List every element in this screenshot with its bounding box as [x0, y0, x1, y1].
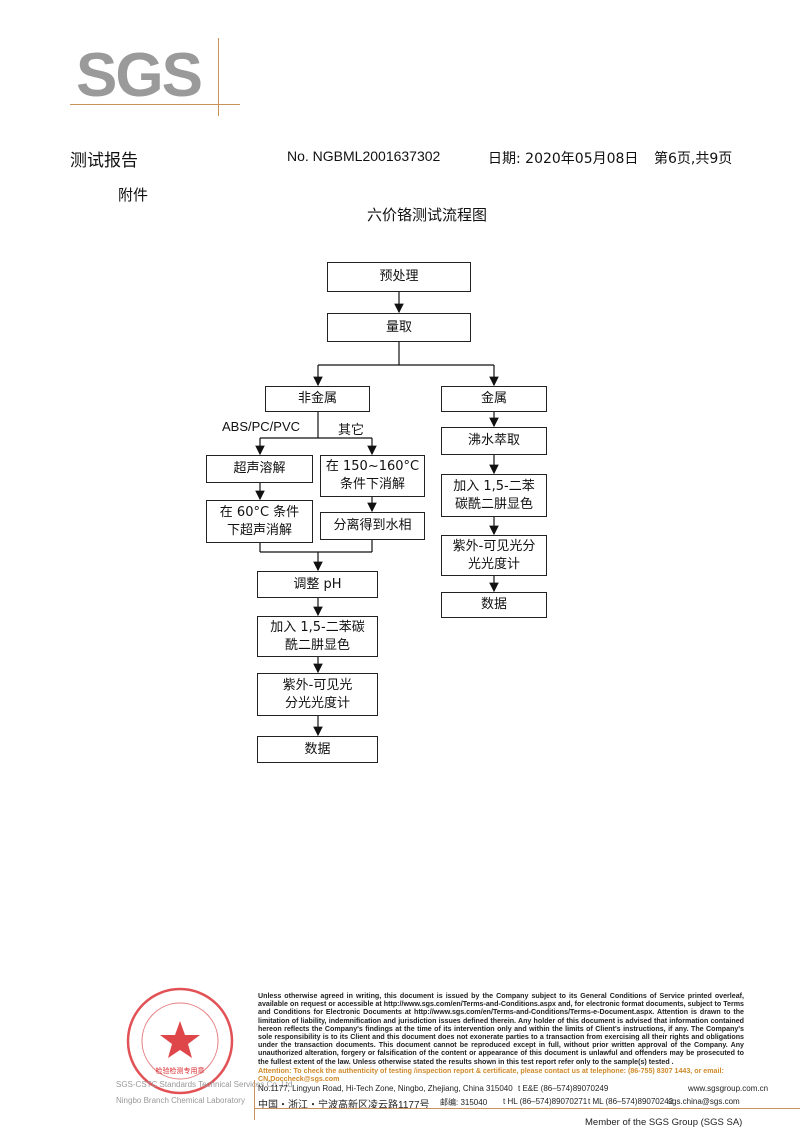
postcode: 邮编: 315040: [440, 1098, 488, 1107]
step-ultrasonic-dissolve: 超声溶解: [206, 455, 313, 483]
step-ultrasonic-60c: 在 60°C 条件 下超声消解: [206, 500, 313, 543]
step-separate-aqueous: 分离得到水相: [320, 512, 425, 540]
company-name: SGS-CSTC Standards Technical Services Co…: [116, 1080, 295, 1089]
svg-text:检验检测专用章: 检验检测专用章: [156, 1066, 205, 1075]
footer-rule: [254, 1108, 800, 1109]
step-data-left: 数据: [257, 736, 378, 763]
step-boiling-extract: 沸水萃取: [441, 427, 547, 455]
step-metal: 金属: [441, 386, 547, 412]
phone-ee: t E&E (86–574)89070249: [518, 1084, 609, 1093]
footer-rule-vertical: [254, 1080, 255, 1120]
report-title: 测试报告: [70, 151, 138, 171]
website: www.sgsgroup.com.cn: [688, 1084, 769, 1093]
member-note: Member of the SGS Group (SGS SA): [585, 1117, 743, 1128]
attachment-label: 附件: [118, 186, 149, 204]
step-data-right: 数据: [441, 592, 547, 618]
inspection-stamp: 检验检测专用章: [126, 987, 234, 1095]
step-digest-150-160: 在 150~160°C 条件下消解: [320, 455, 425, 497]
legal-disclaimer: Unless otherwise agreed in writing, this…: [258, 992, 744, 1066]
step-uv-vis-left: 紫外-可见光 分光光度计: [257, 673, 378, 716]
flowchart-title: 六价铬测试流程图: [367, 206, 488, 224]
logo-rule: [70, 104, 240, 105]
step-uv-vis-right: 紫外-可见光分 光光度计: [441, 535, 547, 576]
step-add-dpc-left: 加入 1,5-二苯碳 酰二肼显色: [257, 616, 378, 657]
phone-hl: t HL (86–574)89070271: [503, 1097, 588, 1106]
address-chinese: 中国・浙江・宁波高新区凌云路1177号: [258, 1100, 430, 1111]
email: sgs.china@sgs.com: [668, 1097, 740, 1106]
address-english: No.1177, Lingyun Road, Hi-Tech Zone, Nin…: [258, 1084, 513, 1093]
flowchart-connectors: [255, 292, 499, 737]
step-nonmetal: 非金属: [265, 386, 370, 412]
logo-rule-vertical: [218, 38, 219, 116]
report-date: 日期: 2020年05月08日: [488, 151, 639, 167]
step-pretreatment: 预处理: [327, 262, 471, 292]
phone-ml: t ML (86–574)89070242: [588, 1097, 674, 1106]
sgs-logo: SGS: [76, 41, 203, 110]
authenticity-notice: Attention: To check the authenticity of …: [258, 1067, 724, 1084]
label-abs-pc-pvc: ABS/PC/PVC: [222, 419, 301, 434]
label-other: 其它: [338, 423, 365, 438]
step-measure: 量取: [327, 313, 471, 342]
page-number: 第6页,共9页: [654, 151, 733, 167]
step-adjust-ph: 调整 pH: [257, 571, 378, 598]
step-add-dpc-right: 加入 1,5-二苯 碳酰二肼显色: [441, 474, 547, 517]
company-branch: Ningbo Branch Chemical Laboratory: [116, 1096, 245, 1105]
report-number: No. NGBML2001637302: [287, 148, 441, 164]
